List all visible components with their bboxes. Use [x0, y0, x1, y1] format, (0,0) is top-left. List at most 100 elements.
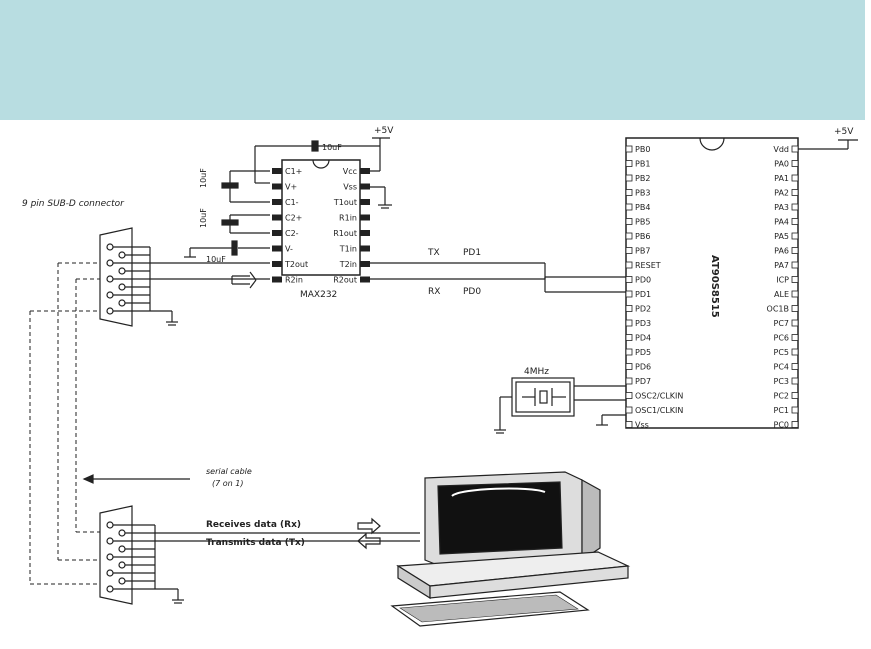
mcu-pin-label: PC3 — [774, 377, 790, 386]
max232-pin-label: Vss — [343, 183, 357, 192]
max232-pin-stub — [360, 261, 370, 267]
mcu-pin-box — [791, 421, 799, 428]
max232-pin-label: V- — [285, 245, 293, 254]
max232-pin-label: Vcc — [343, 167, 357, 176]
mcu-pin-label: PB3 — [635, 189, 650, 198]
mcu-pin-label: PB0 — [635, 145, 650, 154]
max232-pin-stub — [272, 168, 282, 174]
crystal-block — [494, 377, 626, 434]
mcu-pin-label: PD0 — [635, 276, 651, 285]
cap-c3-label: 10uF — [199, 208, 208, 228]
mcu-pin-box — [625, 305, 633, 312]
mcu-pin-label: PA6 — [774, 247, 789, 256]
mcu-pin-label: PD7 — [635, 377, 651, 386]
mcu-pin-label: OC1B — [767, 305, 789, 314]
mcu-pin-box — [625, 334, 633, 341]
mcu-pin-label: RESET — [635, 261, 661, 270]
mcu-pin-label: Vss — [635, 421, 649, 430]
mcu-pin-label: PC7 — [774, 319, 790, 328]
header-band — [0, 0, 865, 120]
max232-supply-label: +5V — [374, 126, 394, 136]
tx-signal-label: TX — [427, 248, 440, 258]
mcu-pin-label: ICP — [776, 276, 789, 285]
crystal-label: 4MHz — [524, 367, 549, 377]
transmits-data-label: Transmits data (Tx) — [206, 538, 305, 548]
mcu-pin-box — [791, 377, 799, 385]
mcu-pin-label: PD4 — [635, 334, 651, 343]
max232-pin-stub — [272, 261, 282, 267]
mcu-pin-label: PA3 — [774, 203, 789, 212]
mcu-pin-box — [791, 276, 799, 283]
max232-pin-stub — [360, 199, 370, 205]
mcu-pin-box — [625, 203, 633, 211]
mcu-pin-box — [791, 319, 799, 327]
mcu-pin-box — [625, 174, 633, 182]
mcu-pin-label: PB7 — [635, 247, 650, 256]
mcu-pin-box — [791, 247, 799, 254]
mcu-pin-box — [625, 319, 633, 327]
db9-connector-bottom — [99, 505, 420, 605]
mcu-pin-label: PB4 — [635, 203, 650, 212]
mcu-pin-label: PA7 — [774, 261, 789, 270]
cap-c1-label: 10uF — [322, 143, 342, 152]
max232-pin-stub — [272, 183, 282, 190]
max232-pin-label: R2out — [333, 276, 357, 285]
max232-pin-label: C1- — [285, 198, 299, 207]
tx-pin-label: PD1 — [463, 248, 481, 258]
max232-pin-label: V+ — [285, 183, 297, 192]
max232-pin-label: R1in — [339, 214, 357, 223]
mcu-pin-box — [625, 247, 633, 254]
db9-connector-top — [99, 227, 270, 327]
mcu-pin-box — [791, 203, 799, 211]
mcu-chip — [625, 137, 799, 429]
cable-arrow — [82, 474, 190, 484]
max232-pin-stub — [360, 245, 370, 252]
mcu-pin-box — [625, 363, 633, 370]
mcu-pin-label: PD6 — [635, 363, 651, 372]
mcu-pin-label: PA5 — [774, 232, 789, 241]
mcu-pin-label: OSC1/CLKIN — [635, 406, 683, 415]
mcu-pin-box — [625, 406, 633, 414]
mcu-pin-box — [791, 363, 799, 370]
mcu-pin-box — [625, 218, 633, 225]
max232-pin-label: C1+ — [285, 167, 302, 176]
max232-pin-stub — [272, 276, 282, 283]
mcu-pin-box — [791, 334, 799, 341]
mcu-pin-label: ALE — [774, 290, 789, 299]
mcu-pin-label: PC4 — [774, 363, 790, 372]
mcu-pin-label: PD1 — [635, 290, 651, 299]
mcu-pin-label: PC1 — [774, 406, 790, 415]
mcu-pin-box — [791, 145, 799, 153]
max232-chip — [281, 159, 361, 276]
max232-pin-label: R2in — [285, 276, 303, 285]
serial-cable — [29, 262, 100, 585]
receives-data-label: Receives data (Rx) — [206, 520, 301, 530]
max232-pin-label: T2in — [339, 260, 357, 269]
mcu-pin-box — [625, 232, 633, 240]
rx-pin-label: PD0 — [463, 287, 481, 297]
mcu-pin-label: PC2 — [774, 392, 790, 401]
max232-pin-label: T1in — [339, 245, 357, 254]
max232-pin-label: T1out — [333, 198, 357, 207]
mcu-pin-label: PA2 — [774, 189, 789, 198]
pc-computer — [390, 471, 631, 627]
cap-c2-label: 10uF — [199, 168, 208, 188]
cap-c4-label: 10uF — [206, 255, 226, 264]
mcu-pin-box — [625, 290, 633, 298]
mcu-pin-box — [791, 189, 799, 196]
max232-label: MAX232 — [300, 290, 337, 300]
serial-cable-label: serial cable — [206, 467, 252, 476]
mcu-pin-box — [625, 261, 633, 269]
mcu-pin-box — [791, 290, 799, 298]
mcu-pin-box — [791, 218, 799, 225]
mcu-pin-label: PB5 — [635, 218, 650, 227]
mcu-pin-label: PD3 — [635, 319, 651, 328]
mcu-pin-box — [791, 305, 799, 312]
rx-signal-label: RX — [428, 287, 440, 297]
mcu-pin-label: PD2 — [635, 305, 651, 314]
mcu-pin-label: PA4 — [774, 218, 789, 227]
max232-wiring — [184, 137, 626, 293]
mcu-pin-label: PA1 — [774, 174, 789, 183]
mcu-pin-box — [625, 421, 633, 428]
mcu-pin-box — [625, 145, 633, 153]
